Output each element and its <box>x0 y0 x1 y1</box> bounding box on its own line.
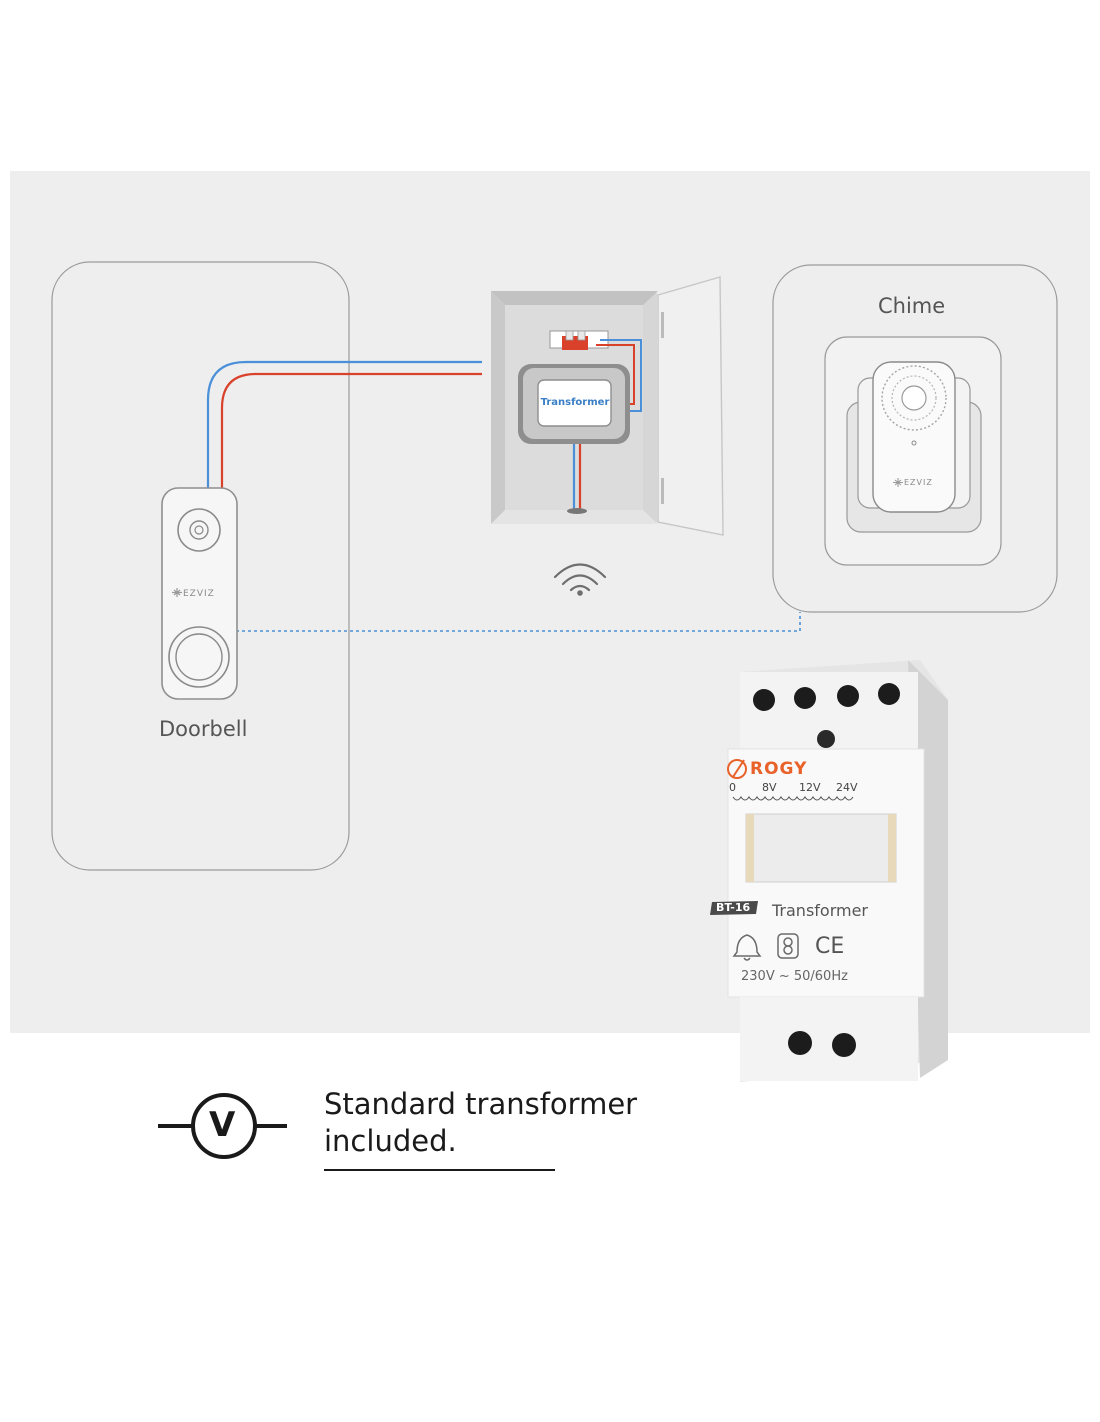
tap-12v-label: 12V <box>799 781 821 794</box>
din-transformer <box>710 660 948 1082</box>
blue-wire <box>206 360 482 488</box>
doorbell-camera-icon <box>177 508 221 552</box>
wifi-icon <box>553 563 607 596</box>
doorbell-device <box>161 487 238 700</box>
electrical-cabinet <box>491 276 724 536</box>
rating-label: 230V ~ 50/60Hz <box>741 969 848 984</box>
chime-device <box>846 361 982 533</box>
chime-speaker-icon <box>881 365 947 431</box>
bell-icon <box>732 934 762 961</box>
caption-underline <box>324 1169 555 1171</box>
feature-caption: Standard transformer included. <box>324 1086 637 1160</box>
feature-line-1: Standard transformer <box>324 1087 638 1121</box>
chime-frame <box>772 264 1058 613</box>
chime-brand-label: EZVIZ <box>904 478 933 487</box>
ce-mark: CE <box>815 934 845 959</box>
doorbell-wall-frame <box>51 261 350 871</box>
chime-label: Chime <box>878 294 946 318</box>
doorbell-label: Doorbell <box>159 717 248 741</box>
model-label: BT-16 <box>716 901 751 914</box>
doorbell-button-icon <box>168 626 230 688</box>
voltage-icon-letter: V <box>209 1105 236 1145</box>
rogy-logo-icon <box>727 759 747 779</box>
rogy-brand-label: ROGY <box>750 759 808 779</box>
voltage-icon <box>158 1093 287 1159</box>
transformer-box-label: Transformer <box>540 397 610 408</box>
transformer-product-name: Transformer <box>772 901 869 920</box>
tap-8v-label: 8V <box>762 781 777 794</box>
red-wire <box>220 372 482 488</box>
wireless-link-line <box>236 612 801 632</box>
tap-24v-label: 24V <box>836 781 858 794</box>
ezviz-logo-icon <box>172 588 182 597</box>
safety-transformer-icon <box>777 933 799 959</box>
doorbell-brand-label: EZVIZ <box>183 589 215 599</box>
tap-0-label: 0 <box>729 781 736 794</box>
feature-line-2: included. <box>324 1124 457 1158</box>
